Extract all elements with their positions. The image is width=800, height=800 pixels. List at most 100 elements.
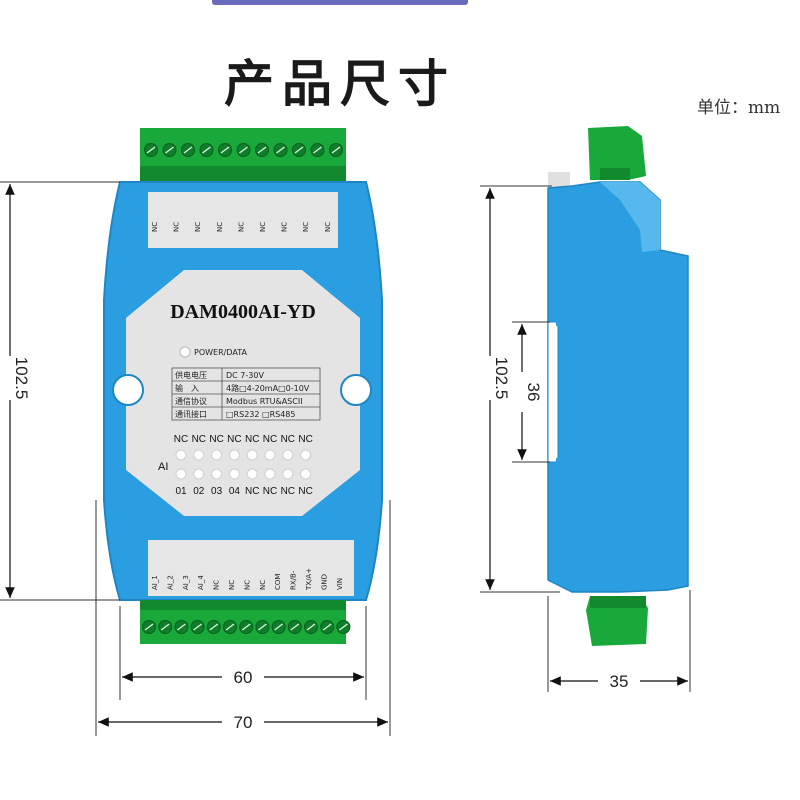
- bottom-label-strip: [148, 540, 354, 596]
- screw-slot: [209, 623, 219, 631]
- screw-slot: [160, 623, 170, 631]
- screw-slot: [331, 146, 341, 154]
- channel-led: [246, 468, 258, 480]
- side-bottom-terminal: [586, 596, 648, 646]
- channel-led: [175, 468, 187, 480]
- screw-slot: [294, 146, 304, 154]
- screw-slot: [257, 623, 267, 631]
- led-bottom-label: 03: [211, 486, 223, 497]
- top-terminal-label: NC: [324, 222, 332, 232]
- top-terminal-label: NC: [237, 222, 245, 232]
- bottom-terminal-label: NC: [243, 580, 251, 590]
- led-bottom-label: NC: [281, 486, 295, 497]
- bottom-terminal-label: NC: [213, 580, 221, 590]
- top-terminal-label: NC: [302, 222, 310, 232]
- dim-rail: 36: [524, 383, 543, 402]
- model-name: DAM0400AI-YD: [170, 301, 316, 323]
- bottom-terminal-label: GND: [320, 574, 328, 590]
- bottom-terminal-label: AI_1: [151, 575, 159, 590]
- mounting-hole-left: [112, 374, 144, 406]
- bottom-screws: [142, 620, 351, 634]
- led-top-label: NC: [263, 434, 277, 445]
- label-panel-bottom: [126, 418, 360, 516]
- side-dimensions: 102.5 36 35: [480, 185, 691, 692]
- spec-label: 通讯接口: [175, 409, 207, 419]
- top-terminal-label: NC: [194, 222, 202, 232]
- front-dimensions: 102.5 60 70: [0, 181, 391, 736]
- spec-value: DC 7-30V: [226, 371, 264, 380]
- screw-slot: [220, 146, 230, 154]
- spec-table: 供电电压 DC 7-30V 输 入 4路□4-20mA□0-10V 通信协议 M…: [171, 367, 321, 421]
- channel-led: [211, 468, 223, 480]
- bottom-terminal-label: AI_3: [182, 575, 190, 590]
- channel-led: [193, 468, 205, 480]
- bottom-terminal-label: AI_2: [166, 575, 174, 590]
- channel-led: [228, 449, 240, 461]
- led-top-label: NC: [227, 434, 241, 445]
- channel-led: [282, 468, 294, 480]
- channel-led: [300, 449, 312, 461]
- channel-led: [246, 449, 258, 461]
- screw-slot: [322, 623, 332, 631]
- bottom-terminal-label: VIN: [336, 578, 344, 590]
- channel-led: [282, 449, 294, 461]
- power-led-label: POWER/DATA: [194, 348, 247, 357]
- led-bottom-label: NC: [245, 486, 259, 497]
- screw-slot: [313, 146, 322, 154]
- spec-label: 供电电压: [175, 370, 207, 380]
- screw-slot: [193, 623, 203, 631]
- led-bottom-label: 01: [175, 486, 187, 497]
- screw-slot: [183, 146, 193, 154]
- spec-label: 输 入: [175, 383, 199, 393]
- channel-led: [175, 449, 187, 461]
- screw-slot: [338, 623, 348, 631]
- bottom-terminal-label: AI_4: [197, 575, 205, 590]
- screw-slot: [274, 623, 284, 631]
- led-top-label: NC: [209, 434, 223, 445]
- spec-label: 通信协议: [175, 396, 207, 406]
- led-top-label: NC: [174, 434, 188, 445]
- screw-slot: [257, 146, 267, 154]
- dim-side-height: 102.5: [492, 357, 511, 400]
- dim-depth: 35: [610, 672, 629, 691]
- screw-slot: [202, 146, 211, 154]
- screw-slot: [276, 146, 285, 154]
- bottom-terminal-label: RX/B-: [290, 570, 298, 590]
- screw-slot: [146, 146, 156, 154]
- dim-width-outer: 70: [234, 713, 253, 732]
- led-bottom-label: NC: [263, 486, 277, 497]
- screw-slot: [225, 623, 235, 631]
- spec-value: 4路□4-20mA□0-10V: [226, 383, 310, 393]
- spec-value: □RS232 □RS485: [226, 410, 295, 419]
- led-top-label: NC: [281, 434, 295, 445]
- bottom-terminal-label: NC: [228, 580, 236, 590]
- screw-slot: [239, 146, 248, 154]
- led-top-label: NC: [245, 434, 259, 445]
- led-top-label: NC: [192, 434, 206, 445]
- power-led: [179, 346, 191, 358]
- bottom-terminal-label: TX/A+: [305, 568, 313, 591]
- side-view: [547, 126, 689, 646]
- top-terminal-label: NC: [173, 222, 181, 232]
- unit-label: 单位：mm: [697, 98, 781, 118]
- dim-width-inner: 60: [234, 668, 253, 687]
- top-label-strip: [148, 192, 338, 248]
- channel-led: [211, 449, 223, 461]
- led-bottom-label: 02: [193, 486, 205, 497]
- channel-led: [300, 468, 312, 480]
- top-screws: [144, 143, 343, 157]
- ai-label: AI: [158, 461, 168, 473]
- channel-led: [264, 468, 276, 480]
- led-bottom-label: NC: [298, 486, 312, 497]
- bottom-terminal-label: COM: [274, 574, 282, 590]
- channel-led: [193, 449, 205, 461]
- mounting-hole-right: [340, 374, 372, 406]
- top-terminal-label: NC: [281, 222, 289, 232]
- channel-led: [264, 449, 276, 461]
- page-title: 产品尺寸: [224, 55, 456, 113]
